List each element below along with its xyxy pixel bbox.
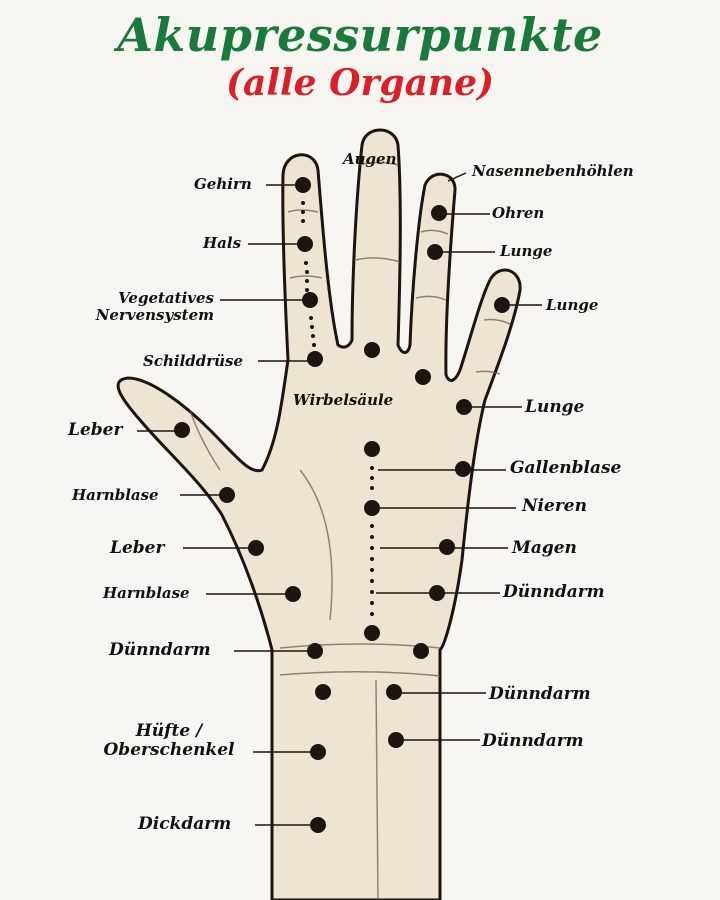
label-lunge-pinky: Lunge bbox=[546, 296, 599, 314]
label-huefte-line1: Hüfte / bbox=[135, 721, 203, 741]
label-harnblase-palm: Harnblase bbox=[103, 584, 190, 602]
label-magen: Magen bbox=[512, 538, 577, 558]
page-title: Akupressurpunkte bbox=[117, 8, 603, 62]
label-ohren: Ohren bbox=[492, 204, 545, 222]
label-lunge-ring: Lunge bbox=[500, 242, 553, 260]
label-nasennebenhoehlen: Nasennebenhöhlen bbox=[472, 162, 634, 180]
label-hals: Hals bbox=[203, 234, 242, 252]
label-gehirn: Gehirn bbox=[194, 175, 252, 193]
label-duenndarm-wrist-1: Dünndarm bbox=[489, 684, 591, 704]
page-subtitle: (alle Organe) bbox=[225, 62, 495, 104]
label-augen: Augen bbox=[343, 150, 397, 168]
label-vegetatives-line2: Nervensystem bbox=[95, 306, 214, 324]
label-harnblase-thumb: Harnblase bbox=[72, 486, 159, 504]
label-duenndarm-wrist-2: Dünndarm bbox=[482, 731, 584, 751]
label-nieren: Nieren bbox=[522, 496, 587, 516]
label-lunge-palm: Lunge bbox=[525, 397, 585, 417]
label-duenndarm-left-wrist: Dünndarm bbox=[109, 640, 211, 660]
label-gallenblase: Gallenblase bbox=[510, 458, 622, 478]
label-dickdarm: Dickdarm bbox=[138, 814, 232, 834]
label-vegetatives-line1: Vegetatives bbox=[118, 289, 214, 307]
hand-outline bbox=[116, 128, 522, 900]
label-duenndarm-right-palm: Dünndarm bbox=[503, 582, 605, 602]
label-leber-palm: Leber bbox=[110, 538, 165, 558]
label-huefte-line2: Oberschenkel bbox=[103, 740, 235, 760]
label-leber-thumb: Leber bbox=[68, 420, 123, 440]
label-huefte: Hüfte / Oberschenkel bbox=[88, 722, 250, 760]
label-vegetatives: Vegetatives Nervensystem bbox=[74, 290, 214, 324]
acupressure-points bbox=[174, 177, 510, 833]
label-wirbelsaeule: Wirbelsäule bbox=[293, 391, 394, 409]
label-schilddruese: Schilddrüse bbox=[143, 352, 244, 370]
